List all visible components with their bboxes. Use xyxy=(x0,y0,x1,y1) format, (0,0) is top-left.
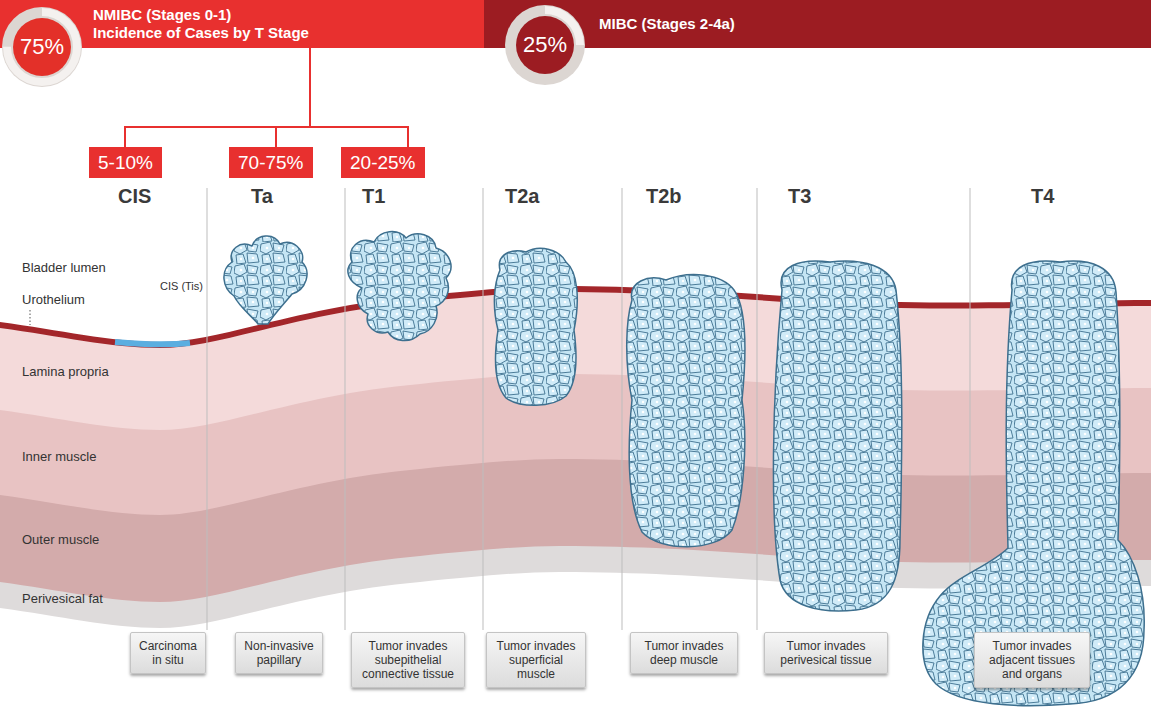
divider-line xyxy=(970,188,971,630)
percent-value: 20-25% xyxy=(350,151,416,174)
stage-description-box: Carcinoma in situ xyxy=(130,632,206,674)
percent-box: 70-75% xyxy=(229,147,313,178)
percent-value: 25% xyxy=(523,32,567,58)
layer-label: Bladder lumen xyxy=(22,260,106,275)
column-heading: Ta xyxy=(251,185,273,208)
tumor-t4 xyxy=(923,261,1144,706)
donut-ring xyxy=(2,7,82,87)
bracket-connector xyxy=(310,48,408,147)
donut-core xyxy=(516,16,574,74)
donut-ring xyxy=(505,5,585,85)
column-dividers xyxy=(207,188,970,630)
callout-label: CIS (Tis) xyxy=(160,280,203,292)
column-heading: T4 xyxy=(1031,185,1054,208)
column-heading: CIS xyxy=(118,185,151,208)
band-title: Incidence of Cases by T Stage xyxy=(93,24,484,42)
band-title: NMIBC (Stages 0-1) xyxy=(93,6,484,24)
layer-label: Urothelium xyxy=(22,292,85,307)
column-heading: T2a xyxy=(505,185,539,208)
stage-description: Tumor invades subepithelial connective t… xyxy=(357,639,459,681)
column-heading: T3 xyxy=(788,185,811,208)
stage-description: Carcinoma in situ xyxy=(136,639,200,667)
tumor-t2b xyxy=(627,275,745,547)
percent-box: 20-25% xyxy=(341,147,425,178)
stage-description: Tumor invades perivesical tissue xyxy=(770,639,882,667)
layer-label: Perivesical fat xyxy=(22,591,103,606)
layer-label: Outer muscle xyxy=(22,532,99,547)
donut-arc xyxy=(510,10,580,80)
stage-description: Tumor invades deep muscle xyxy=(636,639,732,667)
stage-description: Tumor invades adjacent tissues and organ… xyxy=(980,639,1084,681)
percent-box: 5-10% xyxy=(89,147,162,178)
stage-description-box: Tumor invades superficial muscle xyxy=(486,632,586,688)
stage-description-box: Tumor invades perivesical tissue xyxy=(764,632,888,674)
stage-description-box: Tumor invades adjacent tissues and organ… xyxy=(974,632,1090,688)
divider-line xyxy=(345,188,346,630)
stage-description: Non-invasive papillary xyxy=(241,639,317,667)
percent-donut: 25% xyxy=(505,5,585,85)
bracket-connector xyxy=(276,48,310,147)
tumor-t1 xyxy=(348,232,451,341)
leader-line xyxy=(30,310,31,325)
percent-value: 70-75% xyxy=(238,151,304,174)
column-heading: T1 xyxy=(362,185,385,208)
stage-description: Tumor invades superficial muscle xyxy=(492,639,580,681)
percent-donut: 75% xyxy=(2,7,82,87)
divider-line xyxy=(483,188,484,630)
stage-description-box: Tumor invades subepithelial connective t… xyxy=(351,632,465,688)
layer-label: Inner muscle xyxy=(22,449,96,464)
divider-line xyxy=(207,188,208,630)
tumor-ta xyxy=(224,236,307,324)
bracket-connector xyxy=(125,48,310,147)
tumors xyxy=(224,232,1144,706)
tumor-t2a xyxy=(494,248,577,405)
stage-description-box: Tumor invades deep muscle xyxy=(630,632,738,674)
tumor-t3 xyxy=(773,261,901,611)
percent-value: 75% xyxy=(20,34,64,60)
layer-label: Lamina propria xyxy=(22,364,109,379)
donut-core xyxy=(13,18,71,76)
cis-segment xyxy=(115,342,190,344)
divider-line xyxy=(757,188,758,630)
stage-description-box: Non-invasive papillary xyxy=(235,632,323,674)
column-heading: T2b xyxy=(646,185,682,208)
divider-line xyxy=(622,188,623,630)
percent-value: 5-10% xyxy=(98,151,153,174)
band-title: MIBC (Stages 2-4a) xyxy=(599,15,1151,33)
donut-arc xyxy=(7,12,77,82)
